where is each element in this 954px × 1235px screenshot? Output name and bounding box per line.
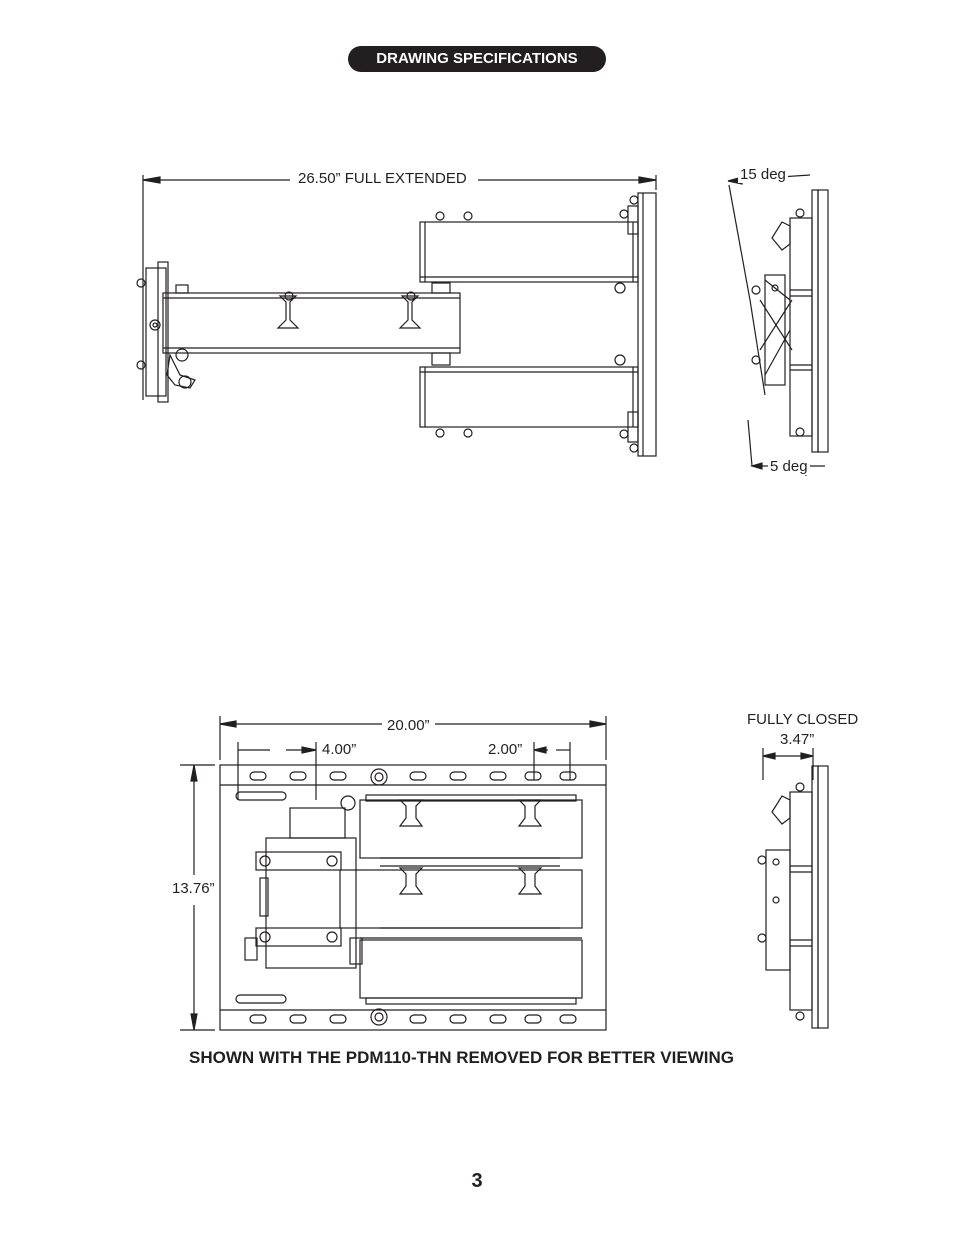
page-number: 3 bbox=[471, 1170, 483, 1192]
figure-caption: SHOWN WITH THE PDM110-THN REMOVED FOR BE… bbox=[189, 1048, 734, 1067]
bottom-slots bbox=[235, 994, 577, 1024]
extended-side-view bbox=[136, 175, 657, 457]
width-dimension: 20.00” bbox=[385, 717, 432, 734]
rollers bbox=[398, 799, 543, 895]
height-dimension: 13.76” bbox=[170, 880, 217, 897]
front-view bbox=[180, 716, 607, 1031]
tilt-down-label: 5 deg bbox=[768, 458, 810, 475]
closed-depth-dimension: 3.47” bbox=[778, 731, 817, 748]
section-title: DRAWING SPECIFICATIONS bbox=[348, 46, 606, 72]
full-extended-dimension: 26.50” FULL EXTENDED bbox=[296, 170, 469, 187]
right-offset-dimension: 2.00” bbox=[486, 741, 525, 758]
left-offset-dimension: 4.00” bbox=[320, 741, 359, 758]
fully-closed-label: FULLY CLOSED bbox=[745, 711, 861, 728]
tilt-side-view bbox=[727, 174, 829, 476]
top-slots bbox=[235, 771, 577, 801]
closed-side-view bbox=[757, 748, 829, 1029]
tilt-up-label: 15 deg bbox=[738, 166, 788, 183]
